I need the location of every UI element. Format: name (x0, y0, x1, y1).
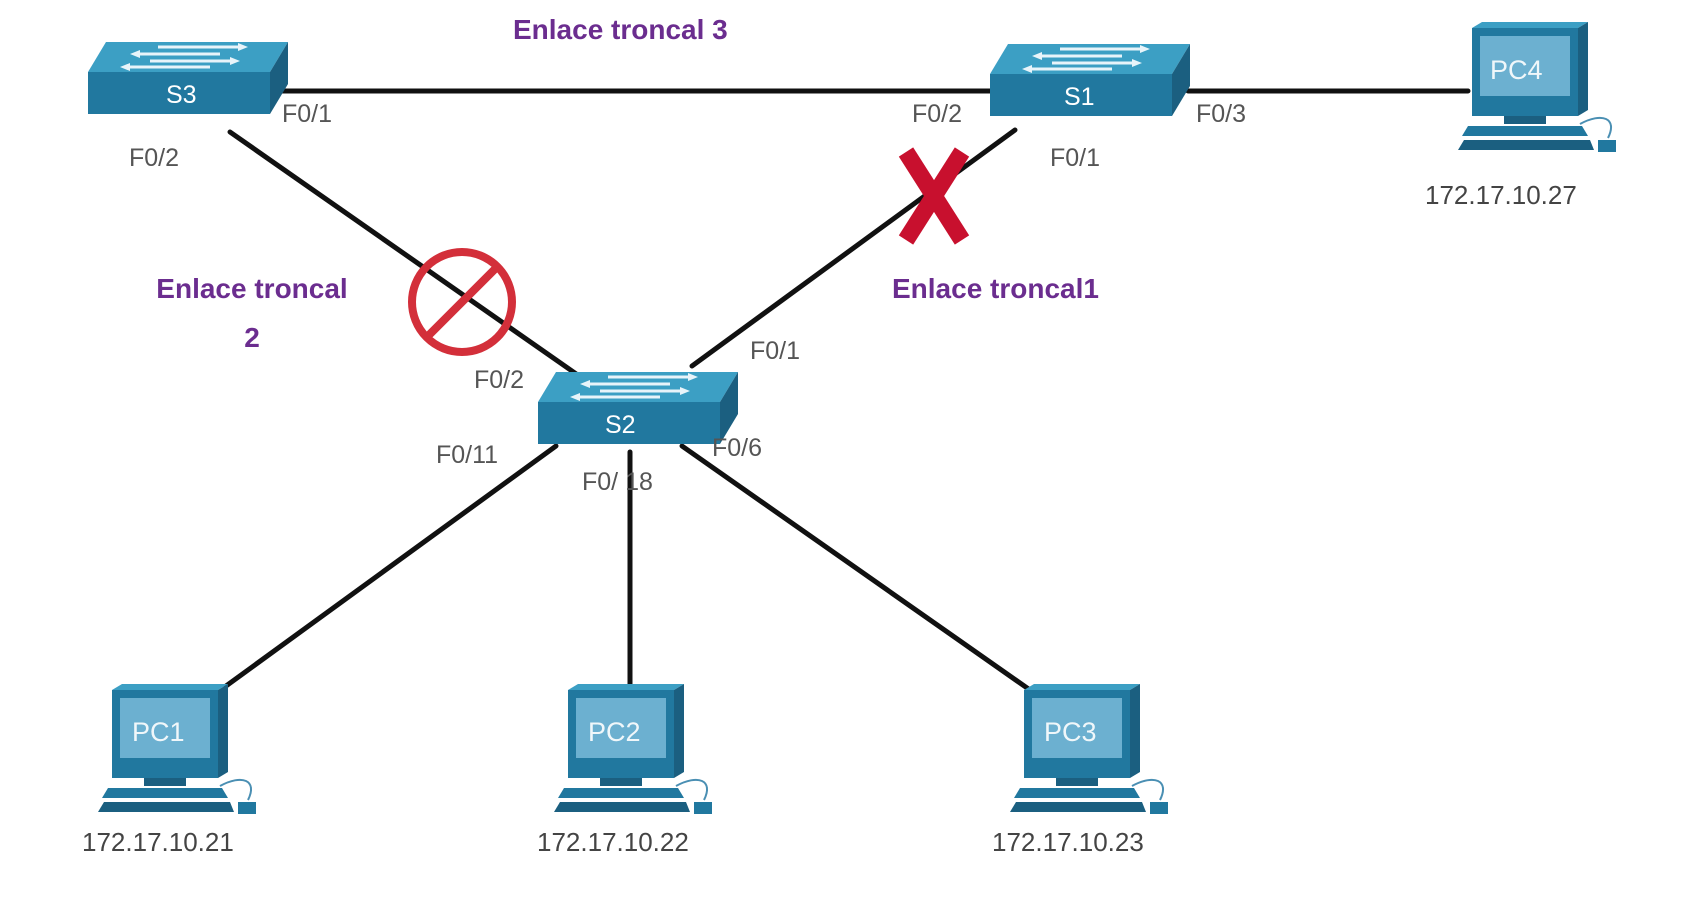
pc3-label: PC3 (1044, 717, 1097, 747)
x-mark-icon (898, 147, 970, 245)
pc3-ip: 172.17.10.23 (992, 827, 1144, 857)
trunk-3-label: Enlace troncal 3 (513, 14, 728, 45)
port-s2-f02: F0/2 (474, 366, 524, 394)
port-s2-f01: F0/1 (750, 337, 800, 365)
trunk-link-1 (689, 127, 1018, 369)
switch-s1[interactable]: S1 (988, 42, 1192, 118)
link-s2-pc3 (679, 443, 1033, 693)
pc1-ip: 172.17.10.21 (82, 827, 234, 857)
links (223, 88, 1471, 693)
switch-s3-label: S3 (166, 81, 197, 109)
port-s1-f01: F0/1 (1050, 144, 1100, 172)
port-s1-f02: F0/2 (912, 100, 962, 128)
prohibited-icon (408, 248, 516, 356)
switch-s2-label: S2 (605, 411, 636, 439)
port-s3-f01: F0/1 (282, 100, 332, 128)
trunk-2-label-line1: Enlace troncal (156, 273, 347, 304)
port-s1-f03: F0/3 (1196, 100, 1246, 128)
trunk-1-label: Enlace troncal1 (892, 273, 1099, 304)
pc4-ip: 172.17.10.27 (1425, 180, 1577, 210)
switch-s1-label: S1 (1064, 83, 1095, 111)
pc-pc1[interactable]: PC1 (97, 683, 257, 815)
port-s2-f018: F0/ 18 (582, 468, 653, 496)
pc4-label: PC4 (1490, 55, 1543, 85)
pc-pc3[interactable]: PC3 (1009, 683, 1169, 815)
port-s2-f011: F0/11 (436, 441, 498, 469)
link-s2-pc1 (223, 443, 559, 689)
switch-s2[interactable]: S2 (536, 370, 740, 446)
pc2-ip: 172.17.10.22 (537, 827, 689, 857)
trunk-2-label-line2: 2 (244, 322, 260, 353)
trunk-link-2 (227, 129, 585, 381)
pc-pc4[interactable]: PC4 (1457, 21, 1617, 153)
port-s2-f06: F0/6 (712, 434, 762, 462)
pc1-label: PC1 (132, 717, 185, 747)
switch-s3[interactable]: S3 (86, 40, 290, 116)
pc2-label: PC2 (588, 717, 641, 747)
port-s3-f02: F0/2 (129, 144, 179, 172)
pc-pc2[interactable]: PC2 (553, 683, 713, 815)
